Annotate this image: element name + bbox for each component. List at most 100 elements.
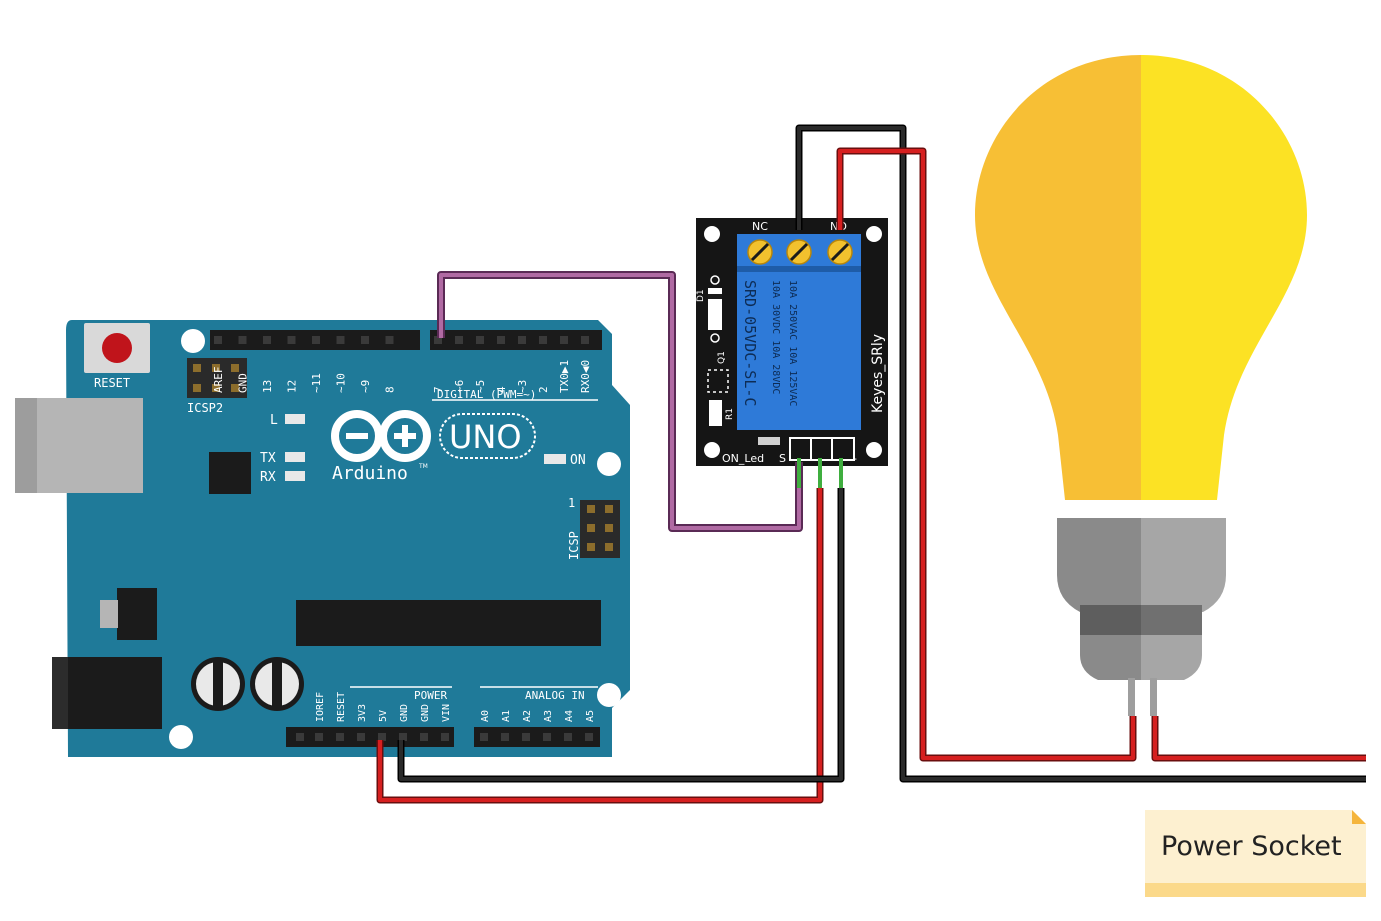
bulb-glass-left	[975, 55, 1141, 500]
header-pin-hole	[378, 733, 386, 741]
digital-pin-label: 4	[495, 386, 508, 393]
bulb-base-lower-right	[1141, 635, 1202, 680]
header-pin-hole	[522, 733, 530, 741]
relay-rating-2: 10A 30VDC 10A 28VDC	[770, 280, 781, 394]
analog-pin-label: A3	[543, 710, 554, 722]
bulb-base-upper-left	[1057, 518, 1141, 612]
header-pin-hole	[336, 733, 344, 741]
header-pin-hole	[581, 336, 589, 344]
digital-label: DIGITAL (PWM=~)	[437, 388, 536, 401]
header-pin-hole	[312, 336, 320, 344]
power-pin-label: VIN	[441, 704, 452, 722]
relay-model: SRD-05VDC-SL-C	[741, 280, 759, 406]
wires	[376, 124, 1366, 804]
digital-pin-label: AREF	[212, 367, 225, 394]
arduino-brand: Arduino	[332, 463, 408, 484]
power-pin-label: GND	[420, 704, 431, 722]
relay-brand: Keyes_SRly	[870, 334, 886, 413]
header-pin-hole	[420, 733, 428, 741]
analog-label: ANALOG IN	[525, 689, 585, 702]
analog-pin-label: A4	[564, 710, 575, 722]
relay-module: NC C NO SRD-05VDC-SL-C 10A 250VAC 10A 12…	[696, 218, 888, 466]
arduino-logo	[331, 410, 431, 462]
digital-pin-label: RX0◀0	[579, 360, 592, 393]
header-pin-hole	[361, 336, 369, 344]
on-led-label: ON	[570, 453, 586, 468]
mounting-hole	[704, 226, 720, 242]
on-led	[544, 454, 566, 464]
header-pin-hole	[336, 336, 345, 344]
arduino-tm: TM	[418, 463, 428, 470]
uno-badge	[439, 413, 536, 459]
uno-model: UNO	[449, 418, 522, 456]
transistor-q1	[707, 369, 729, 393]
mounting-hole	[597, 452, 621, 476]
analog-pin-label: A0	[480, 710, 491, 722]
digital-pin-label: ~6	[453, 380, 466, 393]
q1-label: Q1	[717, 351, 727, 364]
power-socket-label: Power Socket	[1161, 831, 1342, 862]
mounting-hole	[704, 442, 720, 458]
header-pin-hole	[560, 336, 568, 344]
bulb-base-upper-right	[1141, 518, 1226, 612]
relay-rating-1: 10A 250VAC 10A 125VAC	[787, 280, 798, 406]
header-pin-hole	[357, 733, 365, 741]
power-header	[286, 727, 454, 747]
digital-pin-label: 12	[286, 380, 299, 393]
bulb-base-lower-left	[1080, 635, 1141, 680]
digital-pin-label: TX0▶1	[558, 360, 571, 393]
voltage-regulator	[117, 588, 157, 640]
mounting-hole	[866, 442, 882, 458]
header-pin-hole	[476, 336, 484, 344]
analog-header	[474, 727, 600, 747]
power-label: POWER	[414, 689, 447, 702]
live-wire	[1151, 716, 1366, 762]
icsp-label: ICSP	[567, 531, 581, 560]
digital-pin-label: ~11	[310, 373, 323, 393]
header-pin-hole	[518, 336, 526, 344]
bulb-lead-left	[1128, 678, 1135, 716]
digital-pin-label: ~5	[474, 380, 487, 393]
icsp2-label: ICSP2	[187, 401, 223, 415]
l-led	[285, 414, 305, 424]
digital-pin-label: ~10	[335, 373, 348, 393]
header-pin-hole	[434, 336, 442, 344]
on-led-label: ON_Led	[722, 452, 764, 465]
power-pin-label: IOREF	[315, 692, 326, 722]
reset-label: RESET	[94, 376, 130, 390]
tx-led	[285, 452, 305, 462]
light-bulb	[975, 55, 1307, 716]
power-socket-note: Power Socket	[1145, 810, 1366, 897]
header-pin-hole	[399, 733, 407, 741]
s-pin-label: S	[779, 452, 786, 465]
on-led-indicator	[758, 437, 780, 445]
mounting-hole	[169, 725, 193, 749]
rx-led-label: RX	[260, 470, 276, 485]
power-pin-label: RESET	[336, 692, 347, 722]
reset-button-cap[interactable]	[102, 333, 132, 363]
relay-nc-label: NC	[752, 220, 768, 233]
header-pin-hole	[214, 336, 222, 344]
digital-pin-label: ~9	[359, 380, 372, 393]
analog-pin-label: A1	[501, 710, 512, 722]
power-pin-label: 5V	[378, 710, 389, 722]
relay-body	[737, 270, 861, 430]
header-pin-hole	[441, 733, 449, 741]
icsp-header	[580, 500, 620, 558]
bulb-glass-right	[1141, 55, 1307, 500]
mounting-hole	[181, 329, 205, 353]
digital-pin-label: 2	[537, 386, 550, 393]
rx-led	[285, 471, 305, 481]
mounting-hole	[866, 226, 882, 242]
power-pin-label: 3V3	[357, 704, 368, 722]
digital-pin-label: 7	[432, 386, 445, 393]
d1-label: D1	[696, 289, 706, 302]
header-pin-hole	[564, 733, 572, 741]
resistor-r1	[709, 400, 722, 426]
power-pin-label: GND	[399, 704, 410, 722]
header-pin-hole	[287, 336, 296, 344]
analog-pin-label: A5	[585, 710, 596, 722]
header-pin-hole	[315, 733, 323, 741]
header-pin-hole	[539, 336, 547, 344]
